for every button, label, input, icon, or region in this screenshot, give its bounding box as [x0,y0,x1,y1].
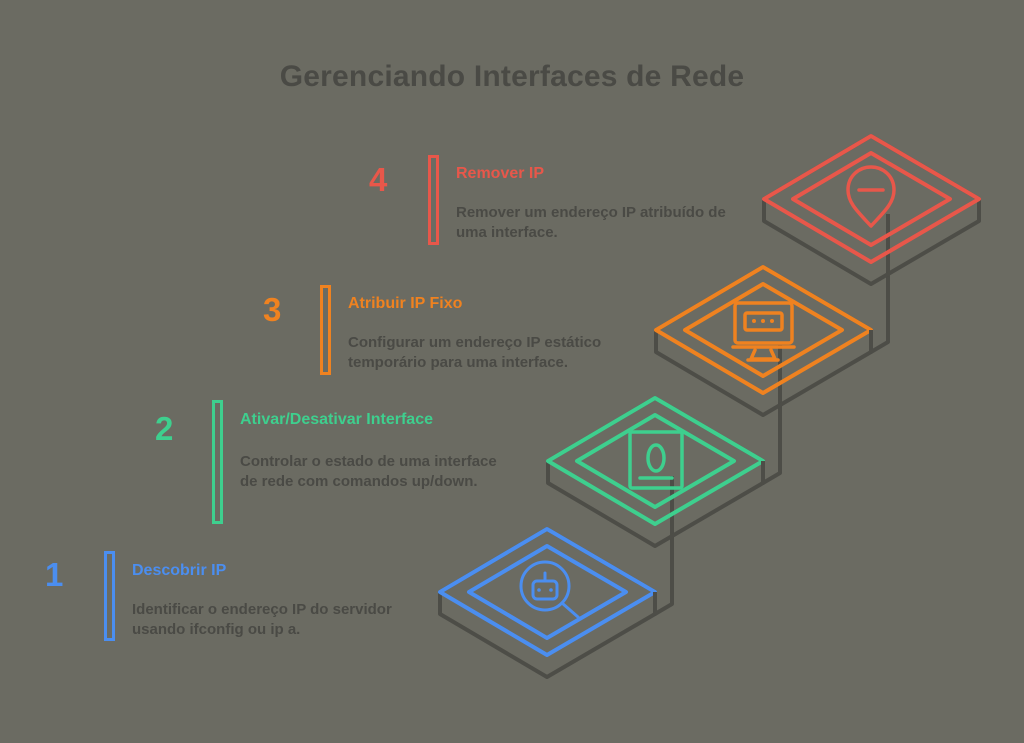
step-bar-2 [212,400,223,524]
step-heading-3: Atribuir IP Fixo [348,295,463,312]
step-description-4: Remover um endereço IP atribuído de uma … [456,204,726,242]
step-plate-3 [654,265,873,417]
robot-magnifier-icon [519,560,580,619]
step-plate-1 [438,527,657,679]
step-description-1: Identificar o endereço IP do servidor us… [132,601,392,639]
page-title: Gerenciando Interfaces de Rede [279,60,745,93]
step-bar-1 [104,551,115,641]
step-bar-4 [428,155,439,245]
step-description-3: Configurar um endereço IP estático tempo… [348,334,602,372]
step-number-4: 4 [369,161,388,198]
step-number-1: 1 [45,556,64,593]
terminal-prompt-icon [628,430,684,490]
step-number-3: 3 [263,291,282,328]
step-heading-1: Descobrir IP [132,562,227,579]
monitor-password-icon [731,301,796,362]
step-heading-4: Remover IP [456,165,545,182]
step-description-2: Controlar o estado de uma interface de r… [240,453,497,491]
map-pin-minus-icon [846,165,896,228]
step-bar-3 [320,285,331,375]
step-number-2: 2 [155,410,174,447]
step-plate-2 [546,396,765,548]
step-heading-2: Ativar/Desativar Interface [240,411,433,428]
step-plate-4 [762,134,981,286]
